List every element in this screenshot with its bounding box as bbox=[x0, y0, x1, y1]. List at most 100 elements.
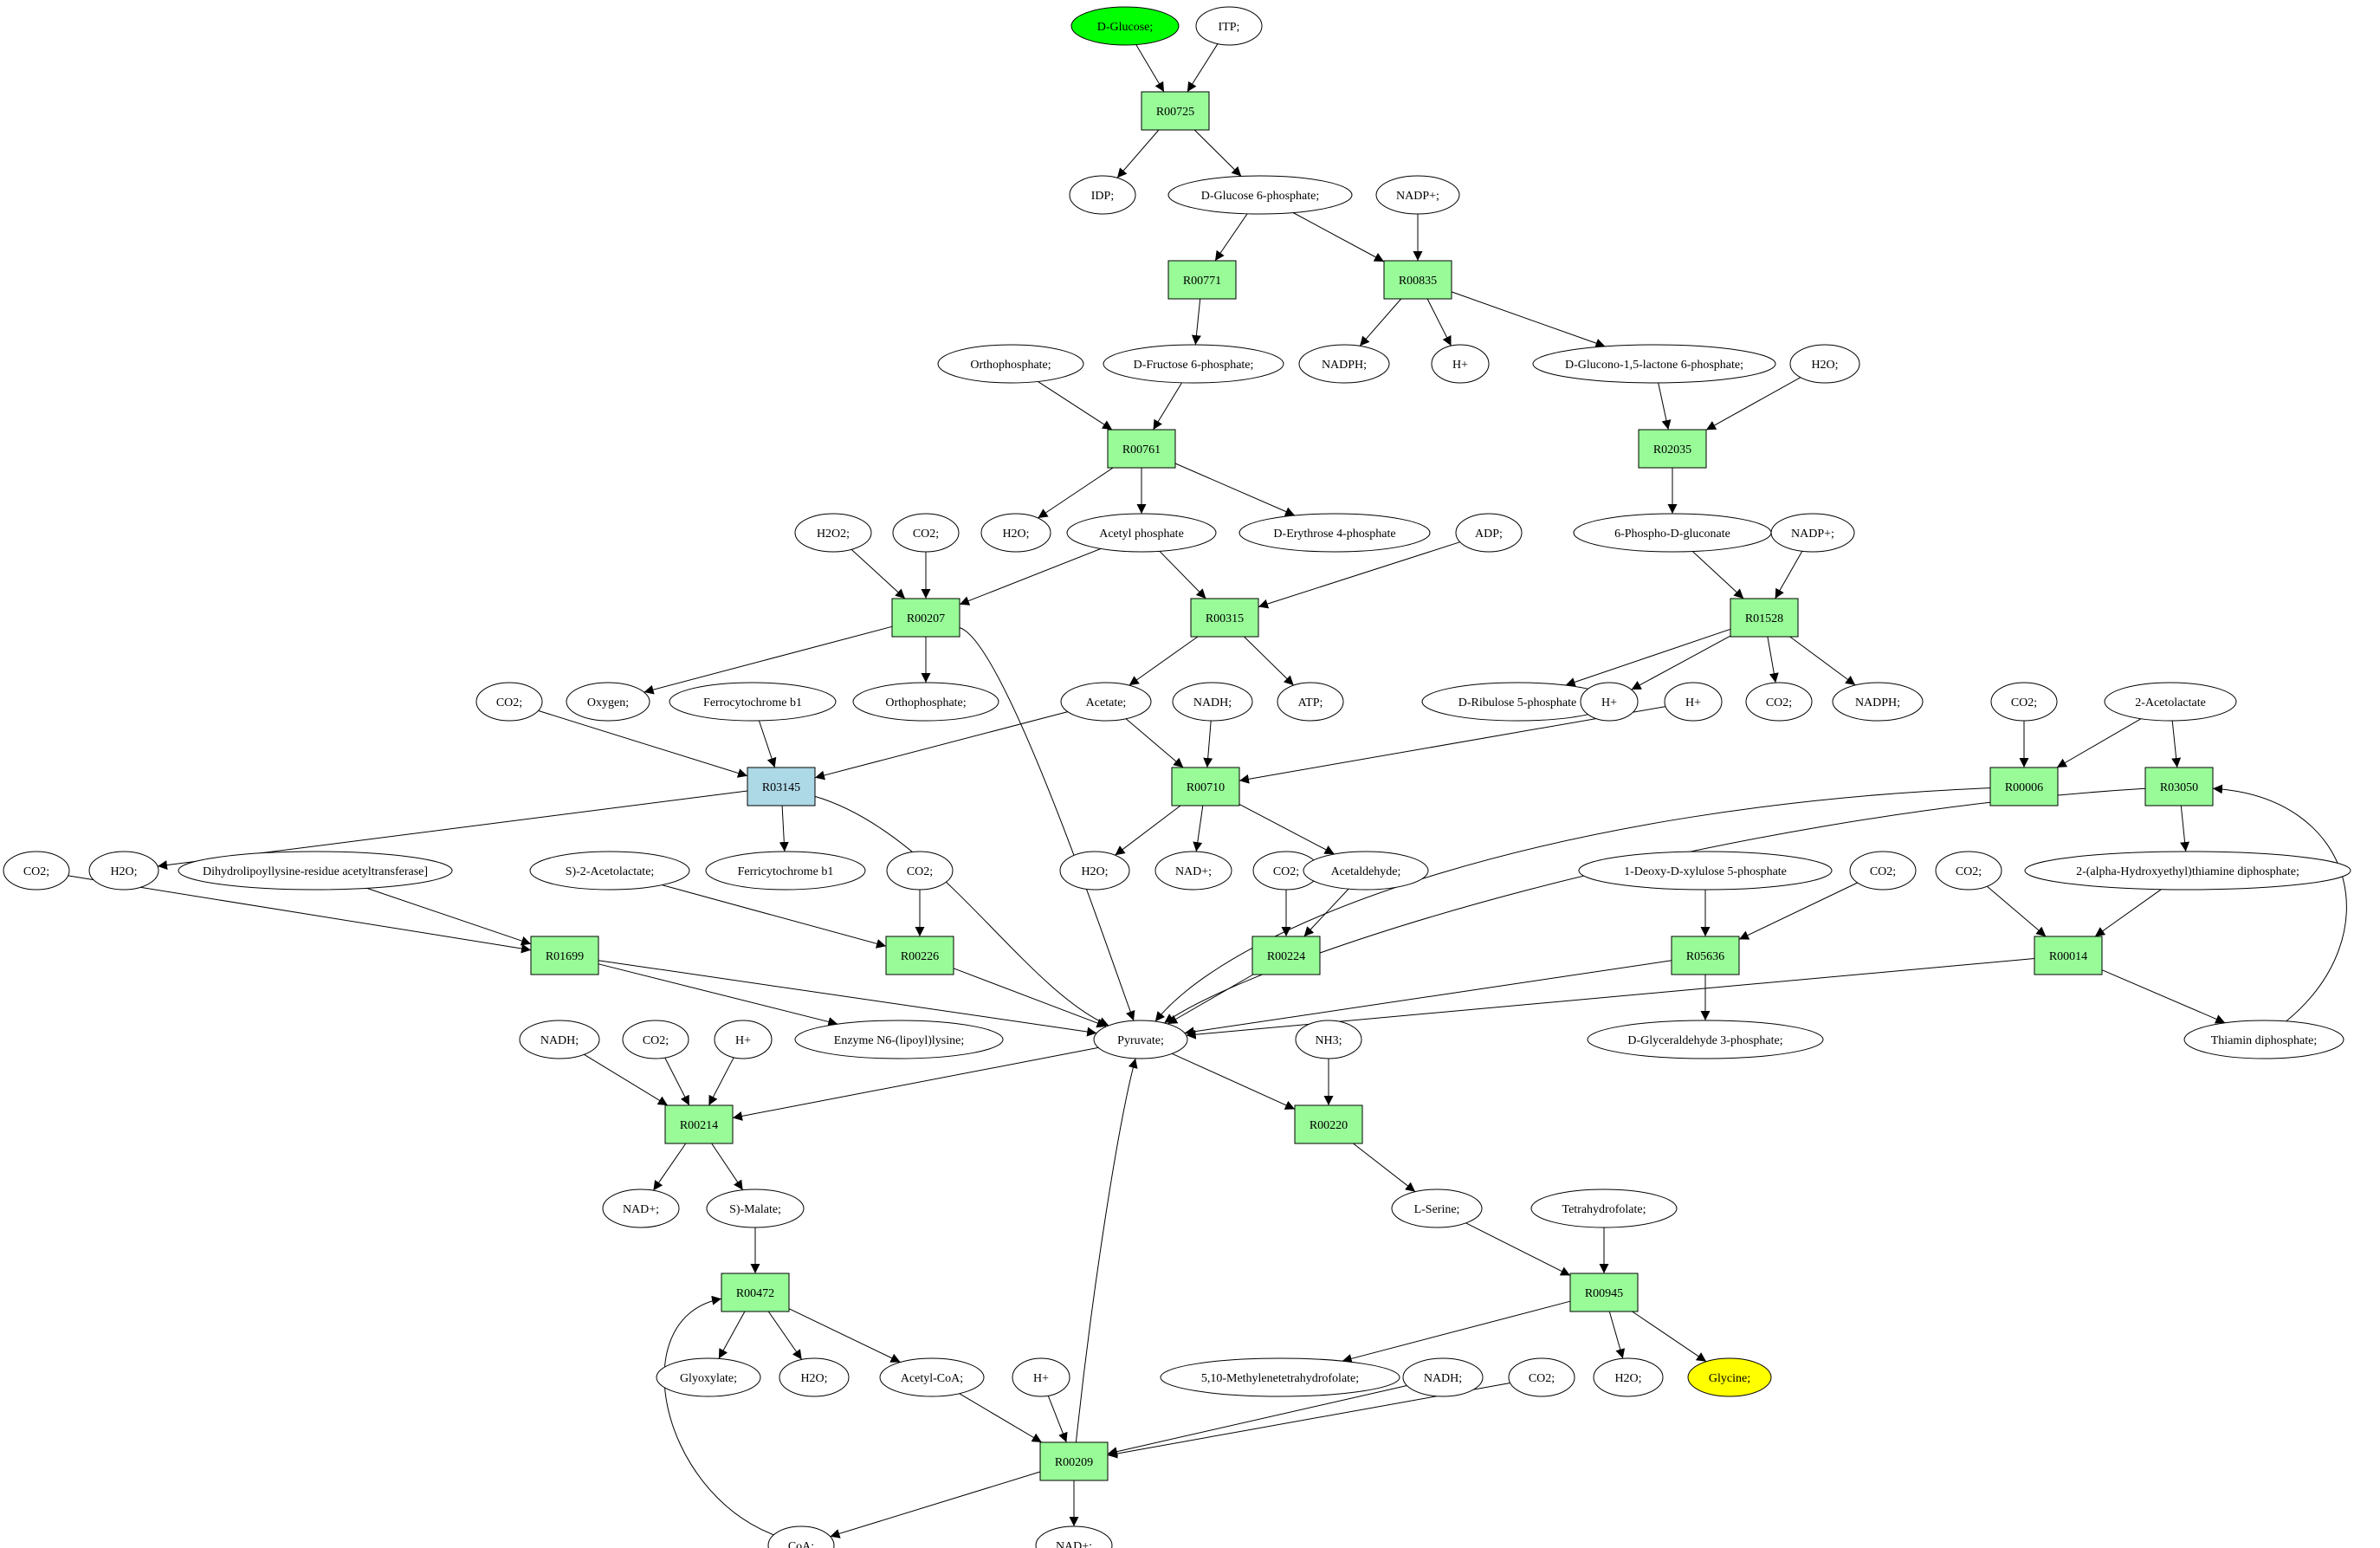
compound-node-dglucose[interactable]: D-Glucose; bbox=[1070, 6, 1180, 46]
reaction-node-r00006[interactable]: R00006 bbox=[1989, 767, 2059, 806]
compound-node-nad2[interactable]: NAD+; bbox=[602, 1189, 680, 1228]
compound-node-g6p[interactable]: D-Glucose 6-phosphate; bbox=[1167, 175, 1353, 215]
compound-node-h4[interactable]: H+ bbox=[714, 1020, 773, 1059]
reaction-node-r00226[interactable]: R00226 bbox=[885, 936, 954, 975]
compound-node-co2-10[interactable]: CO2; bbox=[622, 1020, 689, 1059]
compound-node-adp[interactable]: ADP; bbox=[1455, 513, 1523, 553]
compound-node-acetate[interactable]: Acetate; bbox=[1060, 682, 1152, 722]
compound-node-acetylp[interactable]: Acetyl phosphate bbox=[1066, 513, 1217, 553]
compound-node-acetylcoa[interactable]: Acetyl-CoA; bbox=[879, 1357, 985, 1397]
compound-node-thf[interactable]: Tetrahydrofolate; bbox=[1530, 1189, 1678, 1228]
compound-node-co2-2[interactable]: CO2; bbox=[475, 682, 543, 722]
compound-node-co2-9[interactable]: CO2; bbox=[1935, 851, 2002, 891]
reaction-node-r00945[interactable]: R00945 bbox=[1569, 1273, 1639, 1312]
compound-node-nadh1[interactable]: NADH; bbox=[1172, 682, 1253, 722]
reaction-node-r00725[interactable]: R00725 bbox=[1141, 91, 1210, 131]
compound-node-nadh2[interactable]: NADH; bbox=[519, 1020, 600, 1059]
edge-h2o1-to-R02035 bbox=[1705, 377, 1801, 431]
reaction-node-r00014[interactable]: R00014 bbox=[2034, 936, 2103, 975]
compound-node-h2o5[interactable]: H2O; bbox=[779, 1357, 850, 1397]
compound-node-coa[interactable]: CoA; bbox=[767, 1525, 835, 1548]
compound-node-e4p[interactable]: D-Erythrose 4-phosphate bbox=[1239, 513, 1431, 553]
compound-node-co2-7[interactable]: CO2; bbox=[1252, 851, 1320, 891]
reaction-node-r03145[interactable]: R03145 bbox=[747, 767, 816, 806]
reaction-node-r01528[interactable]: R01528 bbox=[1730, 598, 1799, 638]
compound-label: NAD+; bbox=[1175, 865, 1212, 878]
compound-node-h2o4[interactable]: H2O; bbox=[1059, 851, 1130, 891]
compound-node-h2o1[interactable]: H2O; bbox=[1789, 344, 1860, 384]
compound-node-h3[interactable]: H+ bbox=[1664, 682, 1723, 722]
compound-node-enzyme[interactable]: Enzyme N6-(lipoyl)lysine; bbox=[794, 1020, 1004, 1059]
compound-node-nh3[interactable]: NH3; bbox=[1295, 1020, 1362, 1059]
reaction-node-r00207[interactable]: R00207 bbox=[891, 598, 960, 638]
reaction-label: R00209 bbox=[1055, 1456, 1093, 1469]
compound-node-nadp1[interactable]: NADP+; bbox=[1375, 175, 1460, 215]
compound-node-dihydro[interactable]: Dihydrolipoyllysine-residue acetyltransf… bbox=[178, 851, 453, 891]
compound-node-idp[interactable]: IDP; bbox=[1069, 175, 1136, 215]
reaction-node-r02035[interactable]: R02035 bbox=[1638, 429, 1707, 469]
reaction-node-r00710[interactable]: R00710 bbox=[1171, 767, 1240, 806]
edge-ortho1-to-R00761 bbox=[1038, 380, 1113, 431]
reaction-node-r00761[interactable]: R00761 bbox=[1107, 429, 1176, 469]
compound-node-thiamin[interactable]: Thiamin diphosphate; bbox=[2183, 1020, 2344, 1059]
compound-node-nadp2[interactable]: NADP+; bbox=[1770, 513, 1855, 553]
compound-node-co2-4[interactable]: CO2; bbox=[1990, 682, 2058, 722]
compound-node-smalate[interactable]: S)-Malate; bbox=[706, 1189, 805, 1228]
compound-node-acetaldehyde[interactable]: Acetaldehyde; bbox=[1303, 851, 1429, 891]
compound-node-co2-1[interactable]: CO2; bbox=[892, 513, 960, 553]
compound-node-nadph1[interactable]: NADPH; bbox=[1298, 344, 1390, 384]
compound-node-nadph2[interactable]: NADPH; bbox=[1832, 682, 1924, 722]
compound-node-nadh3[interactable]: NADH; bbox=[1402, 1357, 1484, 1397]
compound-node-f6p[interactable]: D-Fructose 6-phosphate; bbox=[1103, 344, 1284, 384]
compound-node-ortho2[interactable]: Orthophosphate; bbox=[852, 682, 999, 722]
compound-node-lserine[interactable]: L-Serine; bbox=[1391, 1189, 1483, 1228]
reaction-node-r00472[interactable]: R00472 bbox=[721, 1273, 790, 1312]
reaction-node-r01699[interactable]: R01699 bbox=[530, 936, 599, 975]
reaction-node-r00214[interactable]: R00214 bbox=[664, 1104, 734, 1144]
edge-co2_9-to-R00014 bbox=[1987, 885, 2047, 937]
compound-node-pyruvate[interactable]: Pyruvate; bbox=[1093, 1020, 1188, 1059]
reaction-node-r05636[interactable]: R05636 bbox=[1671, 936, 1740, 975]
compound-node-nad3[interactable]: NAD+; bbox=[1035, 1525, 1113, 1548]
compound-node-nad1[interactable]: NAD+; bbox=[1154, 851, 1232, 891]
compound-node-g3p[interactable]: D-Glyceraldehyde 3-phosphate; bbox=[1587, 1020, 1824, 1059]
reaction-node-r00224[interactable]: R00224 bbox=[1251, 936, 1321, 975]
compound-label: NH3; bbox=[1315, 1034, 1342, 1047]
reaction-node-r00771[interactable]: R00771 bbox=[1167, 260, 1237, 300]
compound-node-oxygen[interactable]: Oxygen; bbox=[566, 682, 650, 722]
compound-node-co2-6[interactable]: CO2; bbox=[886, 851, 954, 891]
compound-node-methylene[interactable]: 5,10-Methylenetetrahydrofolate; bbox=[1160, 1357, 1400, 1397]
compound-node-co2-5[interactable]: CO2; bbox=[3, 851, 70, 891]
compound-node-atp[interactable]: ATP; bbox=[1277, 682, 1344, 722]
compound-node-h2o2b[interactable]: H2O; bbox=[980, 513, 1051, 553]
compound-node-h2o2[interactable]: H2O2; bbox=[794, 513, 872, 553]
edge-nadp2-to-R01528 bbox=[1775, 551, 1803, 599]
compound-node-r5p[interactable]: D-Ribulose 5-phosphate bbox=[1421, 682, 1614, 722]
compound-node-h2[interactable]: H+ bbox=[1580, 682, 1639, 722]
reaction-node-r00220[interactable]: R00220 bbox=[1294, 1104, 1363, 1144]
compound-node-2acetolactate[interactable]: 2-Acetolactate bbox=[2104, 682, 2237, 722]
compound-node-co2-3[interactable]: CO2; bbox=[1745, 682, 1813, 722]
compound-node-co2-11[interactable]: CO2; bbox=[1508, 1357, 1575, 1397]
reaction-node-r03050[interactable]: R03050 bbox=[2144, 767, 2214, 806]
reaction-node-r00835[interactable]: R00835 bbox=[1383, 260, 1452, 300]
compound-node-deoxyxyl[interactable]: 1-Deoxy-D-xylulose 5-phosphate bbox=[1578, 851, 1833, 891]
reaction-node-r00315[interactable]: R00315 bbox=[1190, 598, 1259, 638]
compound-node-s2acetolactate[interactable]: S)-2-Acetolactate; bbox=[529, 851, 690, 891]
compound-node-glyoxylate[interactable]: Glyoxylate; bbox=[656, 1357, 761, 1397]
reaction-node-r00209[interactable]: R00209 bbox=[1039, 1441, 1109, 1481]
compound-node-co2-8[interactable]: CO2; bbox=[1849, 851, 1917, 891]
compound-node-glucono[interactable]: D-Glucono-1,5-lactone 6-phosphate; bbox=[1532, 344, 1776, 384]
compound-node-itp[interactable]: ITP; bbox=[1195, 6, 1263, 46]
compound-node-hydroxyethyl[interactable]: 2-(alpha-Hydroxyethyl)thiamine diphospha… bbox=[2024, 851, 2351, 891]
compound-label: D-Fructose 6-phosphate; bbox=[1134, 359, 1254, 372]
compound-node-ortho1[interactable]: Orthophosphate; bbox=[937, 344, 1084, 384]
compound-node-h2o3[interactable]: H2O; bbox=[88, 851, 159, 891]
compound-node-6pg[interactable]: 6-Phospho-D-gluconate bbox=[1573, 513, 1772, 553]
compound-node-h1[interactable]: H+ bbox=[1431, 344, 1490, 384]
compound-node-ferrocyt[interactable]: Ferrocytochrome b1 bbox=[669, 682, 837, 722]
compound-node-h2o6[interactable]: H2O; bbox=[1593, 1357, 1664, 1397]
compound-node-glycine[interactable]: Glycine; bbox=[1687, 1357, 1772, 1397]
compound-node-ferricyt[interactable]: Ferricytochrome b1 bbox=[705, 851, 866, 891]
compound-node-h5[interactable]: H+ bbox=[1012, 1357, 1070, 1397]
